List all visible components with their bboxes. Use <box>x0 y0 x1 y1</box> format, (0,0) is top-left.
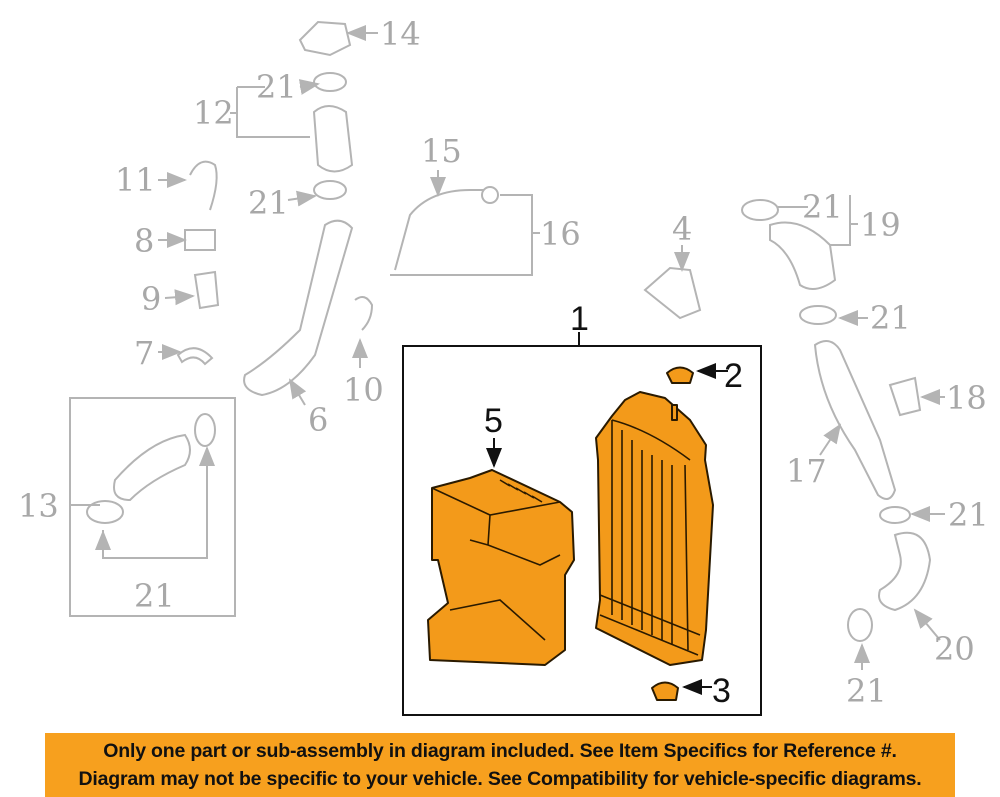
callout-16: 16 <box>540 215 581 253</box>
callout-18: 18 <box>946 379 987 417</box>
part-7-clip <box>176 347 214 366</box>
part-21-clamp <box>86 500 124 524</box>
callout-21: 21 <box>256 68 297 106</box>
disclaimer-line-2: Diagram may not be specific to your vehi… <box>78 768 922 790</box>
callout-21: 21 <box>248 184 289 222</box>
part-17-pipe <box>813 340 897 500</box>
callout-21: 21 <box>948 496 989 534</box>
part-6-duct <box>243 219 354 397</box>
callout-4: 4 <box>672 210 692 248</box>
part-19-hose <box>769 221 837 290</box>
part-21-clamp <box>847 608 873 642</box>
callout-21: 21 <box>134 577 175 615</box>
part-21-clamp <box>194 413 216 447</box>
part-15-hose <box>394 189 490 271</box>
part-21-clamp <box>741 199 779 221</box>
part-16-sensor <box>481 186 499 204</box>
callout-20: 20 <box>934 630 975 668</box>
callout-2: 2 <box>724 357 743 395</box>
callout-5: 5 <box>484 402 503 440</box>
callout-13: 13 <box>18 487 59 525</box>
part-12-hose <box>312 105 354 173</box>
part-11-hose <box>189 160 218 211</box>
part-8-sensor <box>184 229 216 251</box>
callout-21: 21 <box>870 299 911 337</box>
part-21-clamp <box>799 305 837 325</box>
callout-12: 12 <box>193 94 234 132</box>
callout-19: 19 <box>860 206 901 244</box>
callout-11: 11 <box>115 161 156 199</box>
part-9-bracket <box>193 270 220 310</box>
callout-14: 14 <box>380 15 421 53</box>
part-21-clamp <box>313 180 347 200</box>
part-13-hose <box>113 433 191 502</box>
part-1-intercooler <box>595 391 714 666</box>
callout-8: 8 <box>134 222 154 260</box>
assembly-1-box <box>402 345 762 716</box>
part-5-air-guide <box>427 469 575 666</box>
callout-21: 21 <box>846 672 887 710</box>
part-3-grommet <box>651 681 679 701</box>
part-21-clamp <box>313 72 347 92</box>
part-13-box <box>69 397 236 617</box>
ghost-leaders <box>70 25 945 670</box>
part-21-clamp <box>879 506 911 524</box>
disclaimer-line-1: Only one part or sub-assembly in diagram… <box>103 740 897 762</box>
callout-21: 21 <box>802 188 843 226</box>
part-4-mount <box>643 266 702 320</box>
callout-7: 7 <box>134 334 154 372</box>
part-18-sensor <box>888 376 922 417</box>
part-10-hose <box>354 295 374 331</box>
callout-9: 9 <box>141 280 161 318</box>
callout-15: 15 <box>421 132 462 170</box>
part-2-grommet <box>666 366 694 384</box>
callout-1: 1 <box>570 300 589 338</box>
callout-3: 3 <box>712 672 731 710</box>
part-20-hose <box>878 531 932 612</box>
disclaimer-banner: Only one part or sub-assembly in diagram… <box>45 733 955 797</box>
ghost-parts <box>69 20 932 642</box>
callout-10: 10 <box>343 371 384 409</box>
callout-6: 6 <box>308 401 328 439</box>
part-14-adapter <box>298 20 352 57</box>
callout-17: 17 <box>786 452 827 490</box>
